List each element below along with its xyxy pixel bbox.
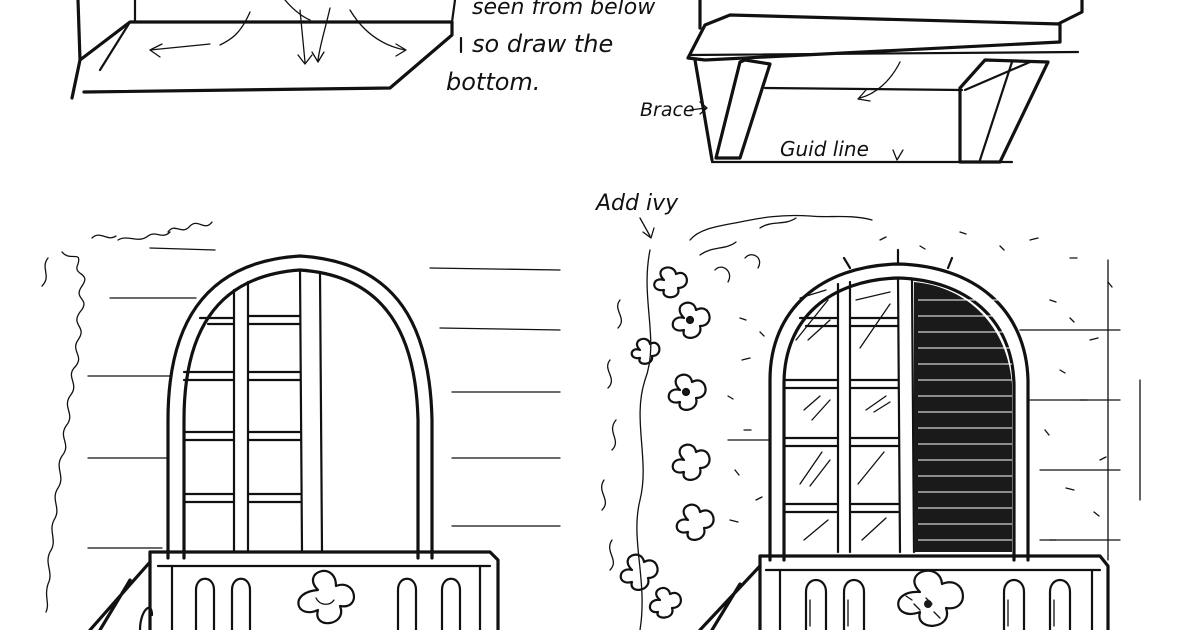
railing-stair bbox=[88, 560, 152, 630]
arrow-left bbox=[149, 43, 211, 58]
window-arch-outer bbox=[166, 254, 434, 560]
annotation-bottom: bottom. bbox=[446, 68, 540, 96]
arrow-right bbox=[349, 9, 407, 57]
ivy-scribble-side bbox=[45, 251, 86, 613]
dark-shutter bbox=[914, 282, 1012, 552]
step-finished-balcony bbox=[601, 214, 1141, 630]
step-braces bbox=[686, 0, 1084, 164]
annotation-so-draw-the: so draw the bbox=[472, 30, 613, 58]
flower-medallion-shaded bbox=[897, 569, 964, 627]
step-window-outline bbox=[41, 221, 561, 630]
arrow-down bbox=[297, 9, 313, 65]
add-ivy-arrow bbox=[639, 217, 655, 239]
stone-texture bbox=[727, 231, 1141, 561]
annotation-add-ivy: Add ivy bbox=[594, 191, 679, 216]
brace-left bbox=[714, 58, 772, 160]
annotation-seen-from-below: seen from below bbox=[472, 0, 656, 20]
ivy-vine bbox=[601, 214, 873, 630]
wall-lines-right bbox=[149, 247, 561, 527]
ivy-scribble-top bbox=[167, 221, 213, 233]
guide-arrow bbox=[857, 61, 901, 102]
brace-right bbox=[958, 58, 1050, 164]
flower-medallion bbox=[297, 569, 356, 625]
guide-line-top bbox=[688, 50, 1080, 57]
annotation-guide-line: Guid line bbox=[780, 137, 869, 161]
railing-top bbox=[148, 550, 500, 630]
step-floor-from-below bbox=[70, 0, 457, 100]
annotation-brace: Brace bbox=[640, 99, 695, 121]
shutter-slats bbox=[918, 299, 1012, 541]
window-arch-outer-shaded bbox=[768, 262, 1030, 562]
railing-top-shaded bbox=[758, 554, 1110, 630]
wall-lines-left bbox=[87, 297, 197, 549]
ivy-flowers bbox=[619, 266, 715, 619]
brace-arrow bbox=[689, 101, 708, 115]
